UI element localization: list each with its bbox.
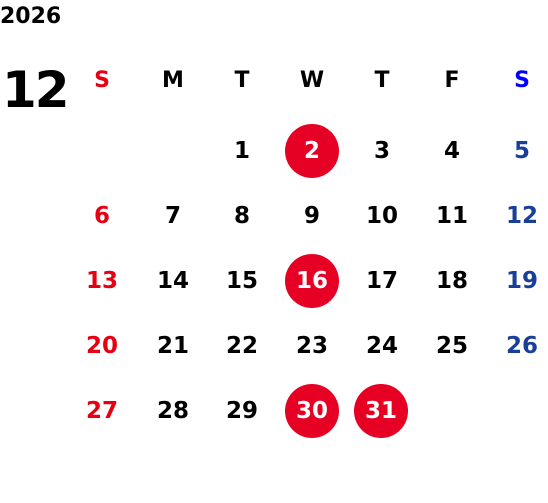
day-cell[interactable]: 28 bbox=[156, 397, 189, 424]
day-cell[interactable]: 8 bbox=[233, 202, 250, 229]
weekday-header-mon: M bbox=[162, 68, 184, 93]
day-cell[interactable]: 15 bbox=[225, 267, 258, 294]
weekday-header-sat: S bbox=[514, 68, 530, 93]
day-cell-saturday[interactable]: 5 bbox=[513, 137, 530, 164]
day-cell[interactable]: 24 bbox=[365, 332, 398, 359]
day-cell-highlighted[interactable]: 16 bbox=[285, 254, 339, 308]
day-cell[interactable]: 4 bbox=[443, 137, 460, 164]
day-cell[interactable]: 21 bbox=[156, 332, 189, 359]
day-cell-highlighted[interactable]: 30 bbox=[285, 384, 339, 438]
weekday-header-wed: W bbox=[299, 68, 325, 93]
weekday-header-sun: S bbox=[94, 68, 110, 93]
day-cell[interactable]: 25 bbox=[435, 332, 468, 359]
day-cell[interactable]: 14 bbox=[156, 267, 189, 294]
day-cell[interactable]: 1 bbox=[233, 137, 250, 164]
day-cell-saturday[interactable]: 26 bbox=[505, 332, 538, 359]
day-cell[interactable]: 11 bbox=[435, 202, 468, 229]
day-cell-highlighted[interactable]: 31 bbox=[354, 384, 408, 438]
day-cell[interactable]: 22 bbox=[225, 332, 258, 359]
day-cell-saturday[interactable]: 19 bbox=[505, 267, 538, 294]
day-cell[interactable]: 3 bbox=[373, 137, 390, 164]
day-cell[interactable]: 9 bbox=[303, 202, 320, 229]
day-cell[interactable]: 10 bbox=[365, 202, 398, 229]
day-cell-sunday[interactable]: 6 bbox=[93, 202, 110, 229]
day-cell[interactable]: 29 bbox=[225, 397, 258, 424]
year-label: 2026 bbox=[0, 4, 62, 29]
day-cell-sunday[interactable]: 27 bbox=[85, 397, 118, 424]
day-cell[interactable]: 18 bbox=[435, 267, 468, 294]
day-cell-saturday[interactable]: 12 bbox=[505, 202, 538, 229]
month-label: 12 bbox=[2, 61, 70, 119]
day-cell[interactable]: 17 bbox=[365, 267, 398, 294]
day-cell[interactable]: 23 bbox=[295, 332, 328, 359]
day-cell-sunday[interactable]: 20 bbox=[85, 332, 118, 359]
weekday-header-fri: F bbox=[444, 68, 460, 93]
day-cell[interactable]: 7 bbox=[164, 202, 181, 229]
weekday-header-thu: T bbox=[374, 68, 390, 93]
day-cell-highlighted[interactable]: 2 bbox=[285, 124, 339, 178]
day-cell-sunday[interactable]: 13 bbox=[85, 267, 118, 294]
weekday-header-tue: T bbox=[234, 68, 250, 93]
